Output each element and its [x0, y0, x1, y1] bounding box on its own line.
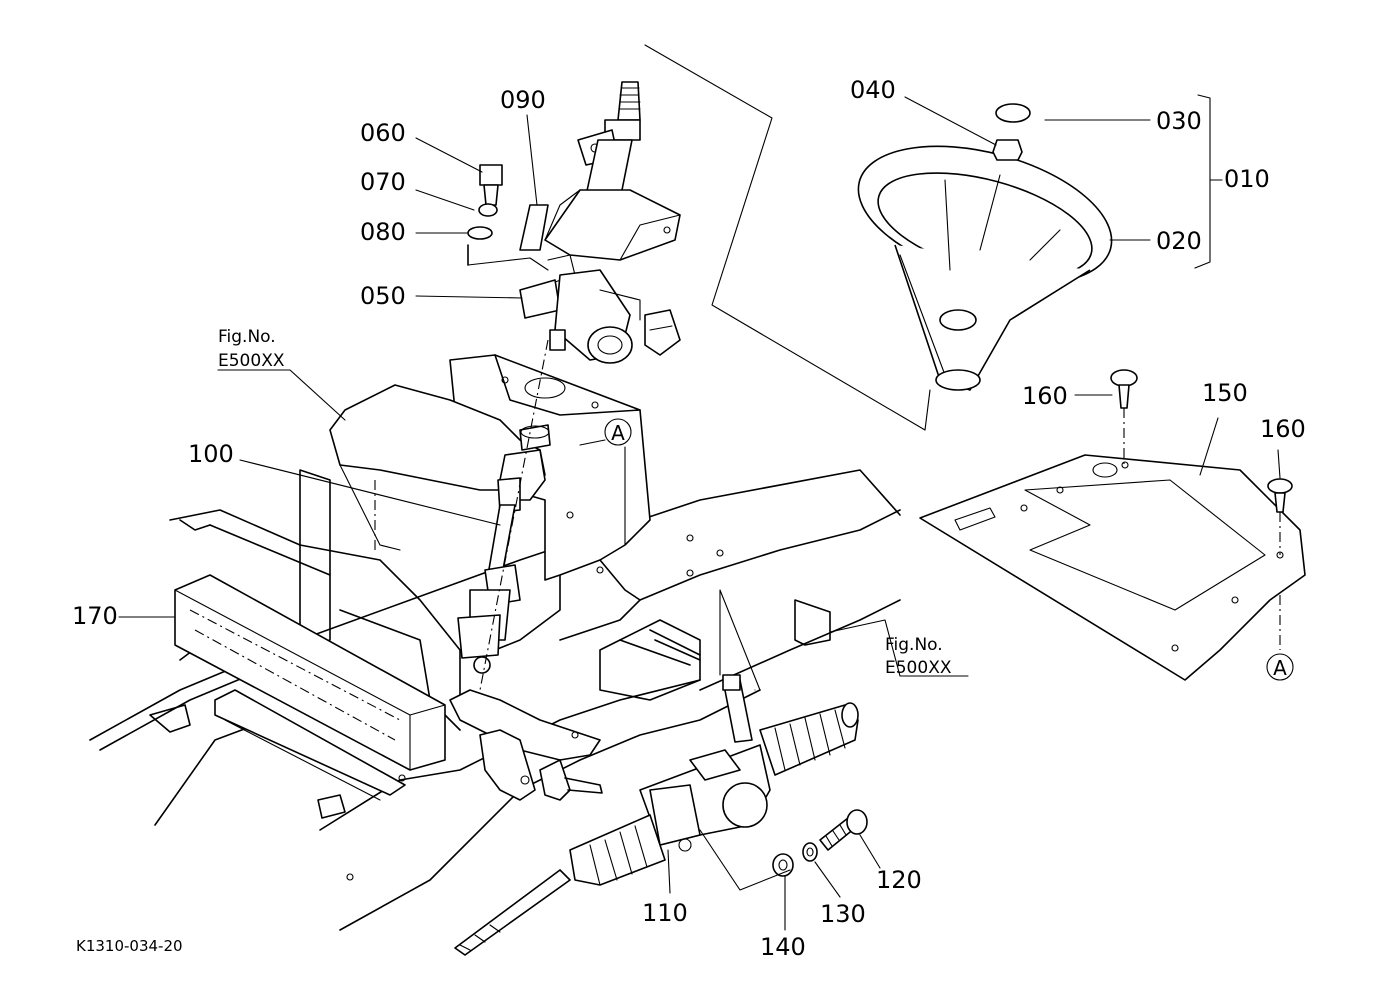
leader-lines — [118, 94, 1281, 931]
label-090: 090 — [500, 86, 546, 114]
fig-ref-left-label: Fig.No. — [218, 327, 276, 347]
label-160-right: 160 — [1260, 415, 1306, 443]
fig-ref-left: Fig.No. E500XX — [218, 327, 285, 371]
reference-frame-lines — [579, 44, 931, 891]
fig-ref-right-label: Fig.No. — [885, 635, 943, 655]
label-160-left: 160 — [1022, 382, 1068, 410]
part-labels: 060 070 080 090 050 100 170 110 120 130 … — [72, 76, 1306, 961]
label-050: 050 — [360, 282, 406, 310]
fig-ref-right-code: E500XX — [885, 658, 952, 678]
parts-120-140-fasteners — [772, 809, 868, 877]
label-010: 010 — [1224, 165, 1270, 193]
parts-060-090-fasteners — [467, 164, 549, 271]
steering-wheel — [857, 103, 1113, 391]
label-030: 030 — [1156, 107, 1202, 135]
part-110-steering-gear — [454, 674, 859, 956]
label-100: 100 — [188, 440, 234, 468]
part-150-floor-plate — [919, 369, 1306, 681]
marker-a-column-label: A — [611, 421, 625, 445]
marker-a-plate-label: A — [1273, 656, 1287, 680]
drawing-code: K1310-034-20 — [76, 937, 183, 955]
marker-a-column: A — [604, 418, 632, 446]
part-170-foam-block — [174, 574, 446, 771]
label-080: 080 — [360, 218, 406, 246]
label-150: 150 — [1202, 379, 1248, 407]
steering-column — [519, 81, 681, 364]
label-140: 140 — [760, 933, 806, 961]
label-130: 130 — [820, 900, 866, 928]
chassis-frame — [89, 469, 901, 931]
fig-ref-left-code: E500XX — [218, 351, 285, 371]
part-100-intermediate-shaft — [457, 339, 551, 691]
label-070: 070 — [360, 168, 406, 196]
lower-bracket — [449, 689, 603, 801]
label-040: 040 — [850, 76, 896, 104]
label-170: 170 — [72, 602, 118, 630]
label-120: 120 — [876, 866, 922, 894]
fig-ref-right: Fig.No. E500XX — [885, 635, 952, 678]
label-110: 110 — [642, 899, 688, 927]
label-020: 020 — [1156, 227, 1202, 255]
lower-block — [214, 689, 406, 801]
marker-a-plate: A — [1266, 653, 1294, 681]
label-060: 060 — [360, 119, 406, 147]
